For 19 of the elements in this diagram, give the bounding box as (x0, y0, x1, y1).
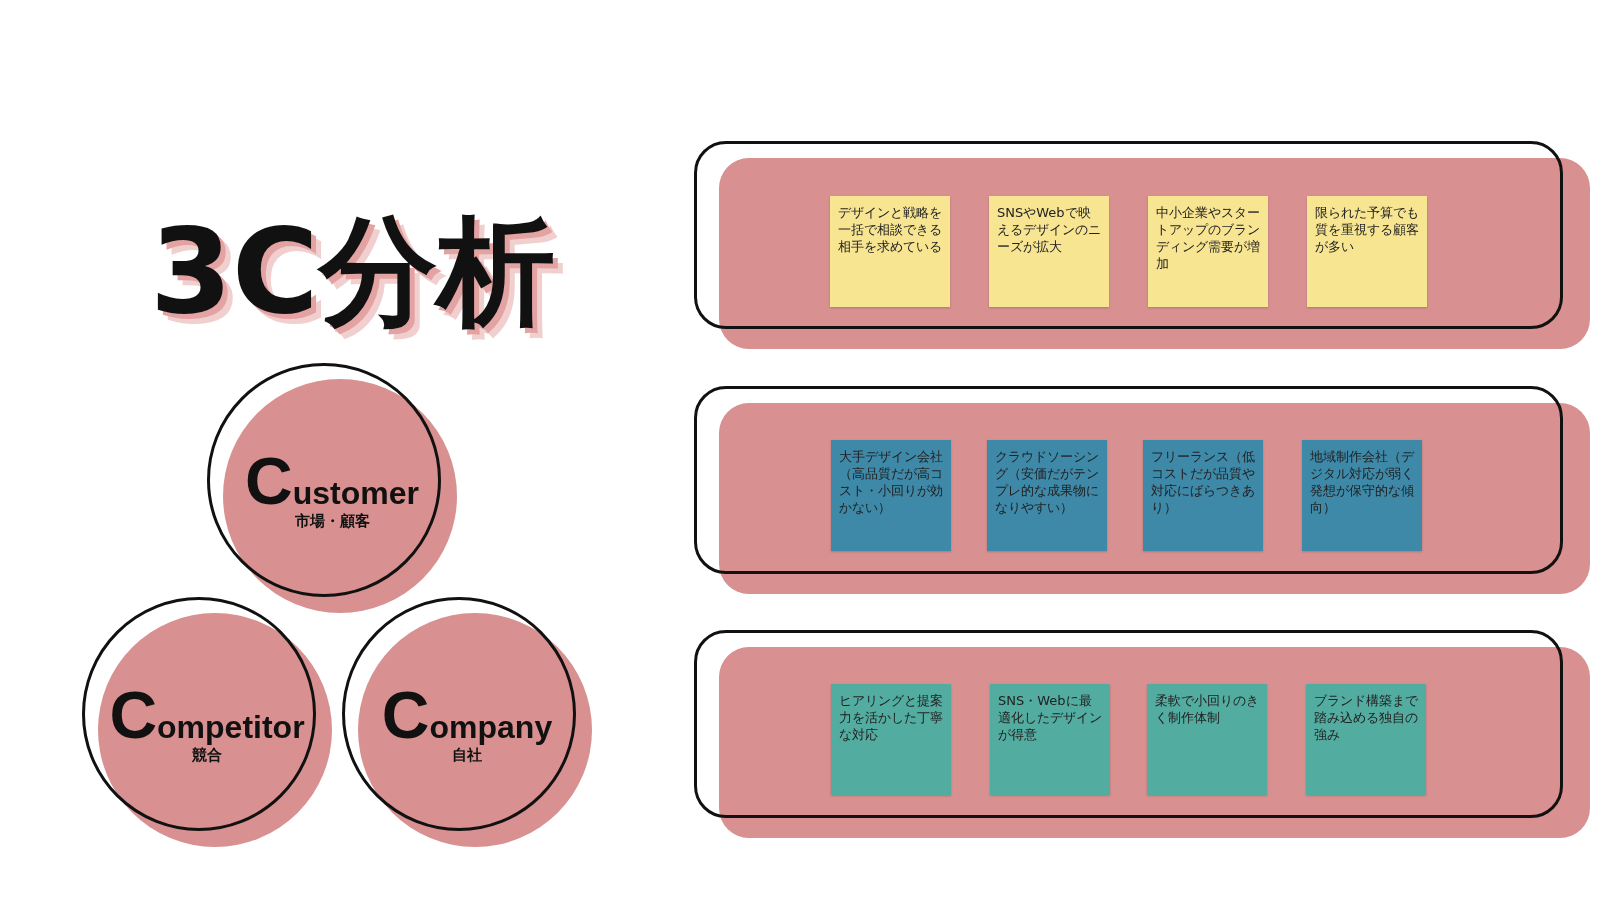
rounded-panel (694, 630, 1563, 818)
sticky-note: クラウドソーシング（安価だがテンプレ的な成果物になりやすい） (987, 440, 1107, 551)
sticky-note: デザインと戦略を一括で相談できる相手を求めている (830, 196, 950, 307)
sticky-note: SNS・Webに最適化したデザインが得意 (990, 684, 1110, 795)
sticky-note: フリーランス（低コストだが品質や対応にばらつきあり） (1143, 440, 1263, 551)
sticky-note: 地域制作会社（デジタル対応が弱く発想が保守的な傾向） (1302, 440, 1422, 551)
title: 3C分析 (150, 206, 556, 342)
sticky-note: 大手デザイン会社（高品質だが高コスト・小回りが効かない） (831, 440, 951, 551)
sticky-note: 柔軟で小回りのきく制作体制 (1147, 684, 1267, 795)
circle (207, 363, 441, 597)
rounded-panel (694, 386, 1563, 574)
sticky-note: SNSやWebで映えるデザインのニーズが拡大 (989, 196, 1109, 307)
sticky-note: 限られた予算でも質を重視する顧客が多い (1307, 196, 1427, 307)
circle (82, 597, 316, 831)
sticky-note: ヒアリングと提案力を活かした丁寧な対応 (831, 684, 951, 795)
sticky-note: ブランド構築まで踏み込める独自の強み (1306, 684, 1426, 795)
sticky-note: 中小企業やスタートアップのブランディング需要が増加 (1148, 196, 1268, 307)
circle (342, 597, 576, 831)
rounded-panel (694, 141, 1563, 329)
